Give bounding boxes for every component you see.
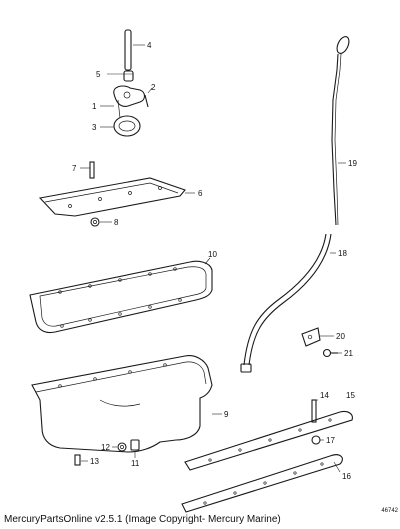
callout-14: 14 bbox=[320, 391, 329, 400]
callout-18: 18 bbox=[338, 249, 347, 258]
callout-20: 20 bbox=[336, 332, 345, 341]
drain-plug bbox=[130, 439, 140, 451]
callout-15: 15 bbox=[346, 391, 355, 400]
callout-19: 19 bbox=[348, 159, 357, 168]
pan-stud bbox=[311, 399, 317, 423]
callout-6: 6 bbox=[198, 189, 203, 198]
callout-10: 10 bbox=[208, 250, 217, 259]
pan-bolt bbox=[74, 454, 81, 466]
callout-3: 3 bbox=[92, 123, 97, 132]
callout-16: 16 bbox=[342, 472, 351, 481]
pan-side-rail-lower bbox=[181, 454, 343, 513]
leader-lines bbox=[80, 44, 346, 473]
dipstick bbox=[331, 36, 350, 226]
oil-pump-body bbox=[113, 85, 146, 119]
callout-5: 5 bbox=[96, 70, 101, 79]
callout-21: 21 bbox=[344, 349, 353, 358]
callout-12: 12 bbox=[101, 443, 110, 452]
callout-2: 2 bbox=[151, 83, 156, 92]
callout-1: 1 bbox=[92, 102, 97, 111]
callout-4: 4 bbox=[147, 41, 152, 50]
dipstick-tube bbox=[240, 233, 332, 373]
pump-shaft-coupler bbox=[123, 70, 134, 82]
copyright-footer: MercuryPartsOnline v2.5.1 (Image Copyrig… bbox=[4, 514, 281, 525]
oil-pump-pickup-tube bbox=[124, 29, 132, 71]
callout-17: 17 bbox=[326, 436, 335, 445]
oil-pan-baffle bbox=[38, 177, 186, 217]
diagram-id: 46742 bbox=[381, 508, 398, 514]
callout-7: 7 bbox=[72, 164, 77, 173]
tube-bracket bbox=[301, 327, 321, 347]
callout-9: 9 bbox=[224, 410, 229, 419]
oil-pan-gasket bbox=[29, 260, 213, 334]
callout-8: 8 bbox=[114, 218, 119, 227]
pump-pin bbox=[144, 94, 149, 108]
oil-pump-screen bbox=[113, 115, 141, 137]
drain-plug-gasket bbox=[117, 442, 127, 452]
callout-11: 11 bbox=[131, 459, 140, 468]
pan-nut bbox=[311, 435, 321, 445]
oil-pan bbox=[31, 355, 213, 453]
stud bbox=[89, 161, 95, 179]
callout-13: 13 bbox=[90, 457, 99, 466]
pan-side-rail-upper bbox=[184, 410, 353, 471]
nut bbox=[90, 217, 100, 227]
bracket-screw bbox=[322, 348, 338, 358]
